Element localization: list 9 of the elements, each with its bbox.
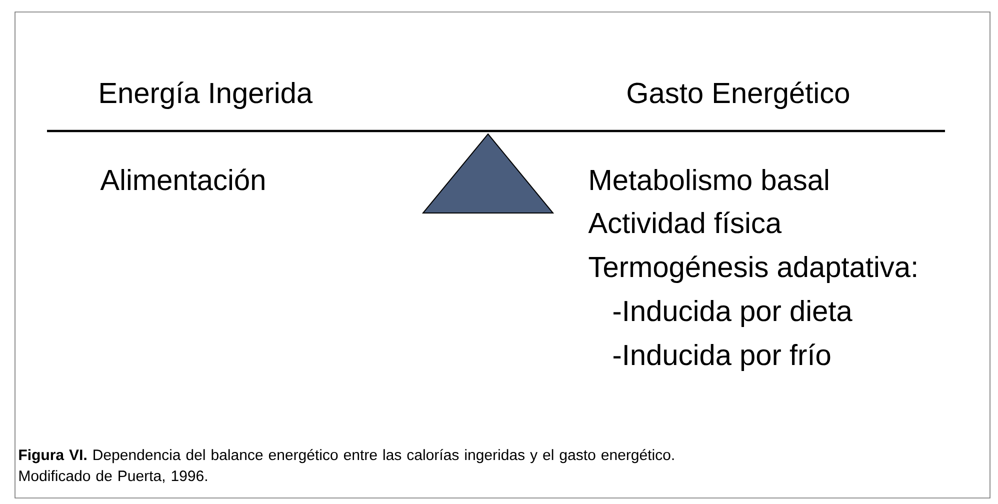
list-item: Alimentación <box>100 168 264 190</box>
figure-caption: Figura VI. Dependencia del balance energético entre las calorías ingeridas y el gasto energético. Modificado de Puerta, 1996. <box>19 448 674 483</box>
list-item: Actividad física <box>588 212 782 234</box>
column-heading: Energía Ingerida <box>100 82 313 110</box>
list-item: -Inducida por dieta <box>614 300 852 328</box>
list-item: Termogénesis adaptativa: <box>588 256 916 284</box>
list-item: Metabolismo basal <box>590 169 828 190</box>
list-item: -Inducida por frío <box>614 344 830 372</box>
column-heading: Gasto Energético <box>628 82 850 110</box>
